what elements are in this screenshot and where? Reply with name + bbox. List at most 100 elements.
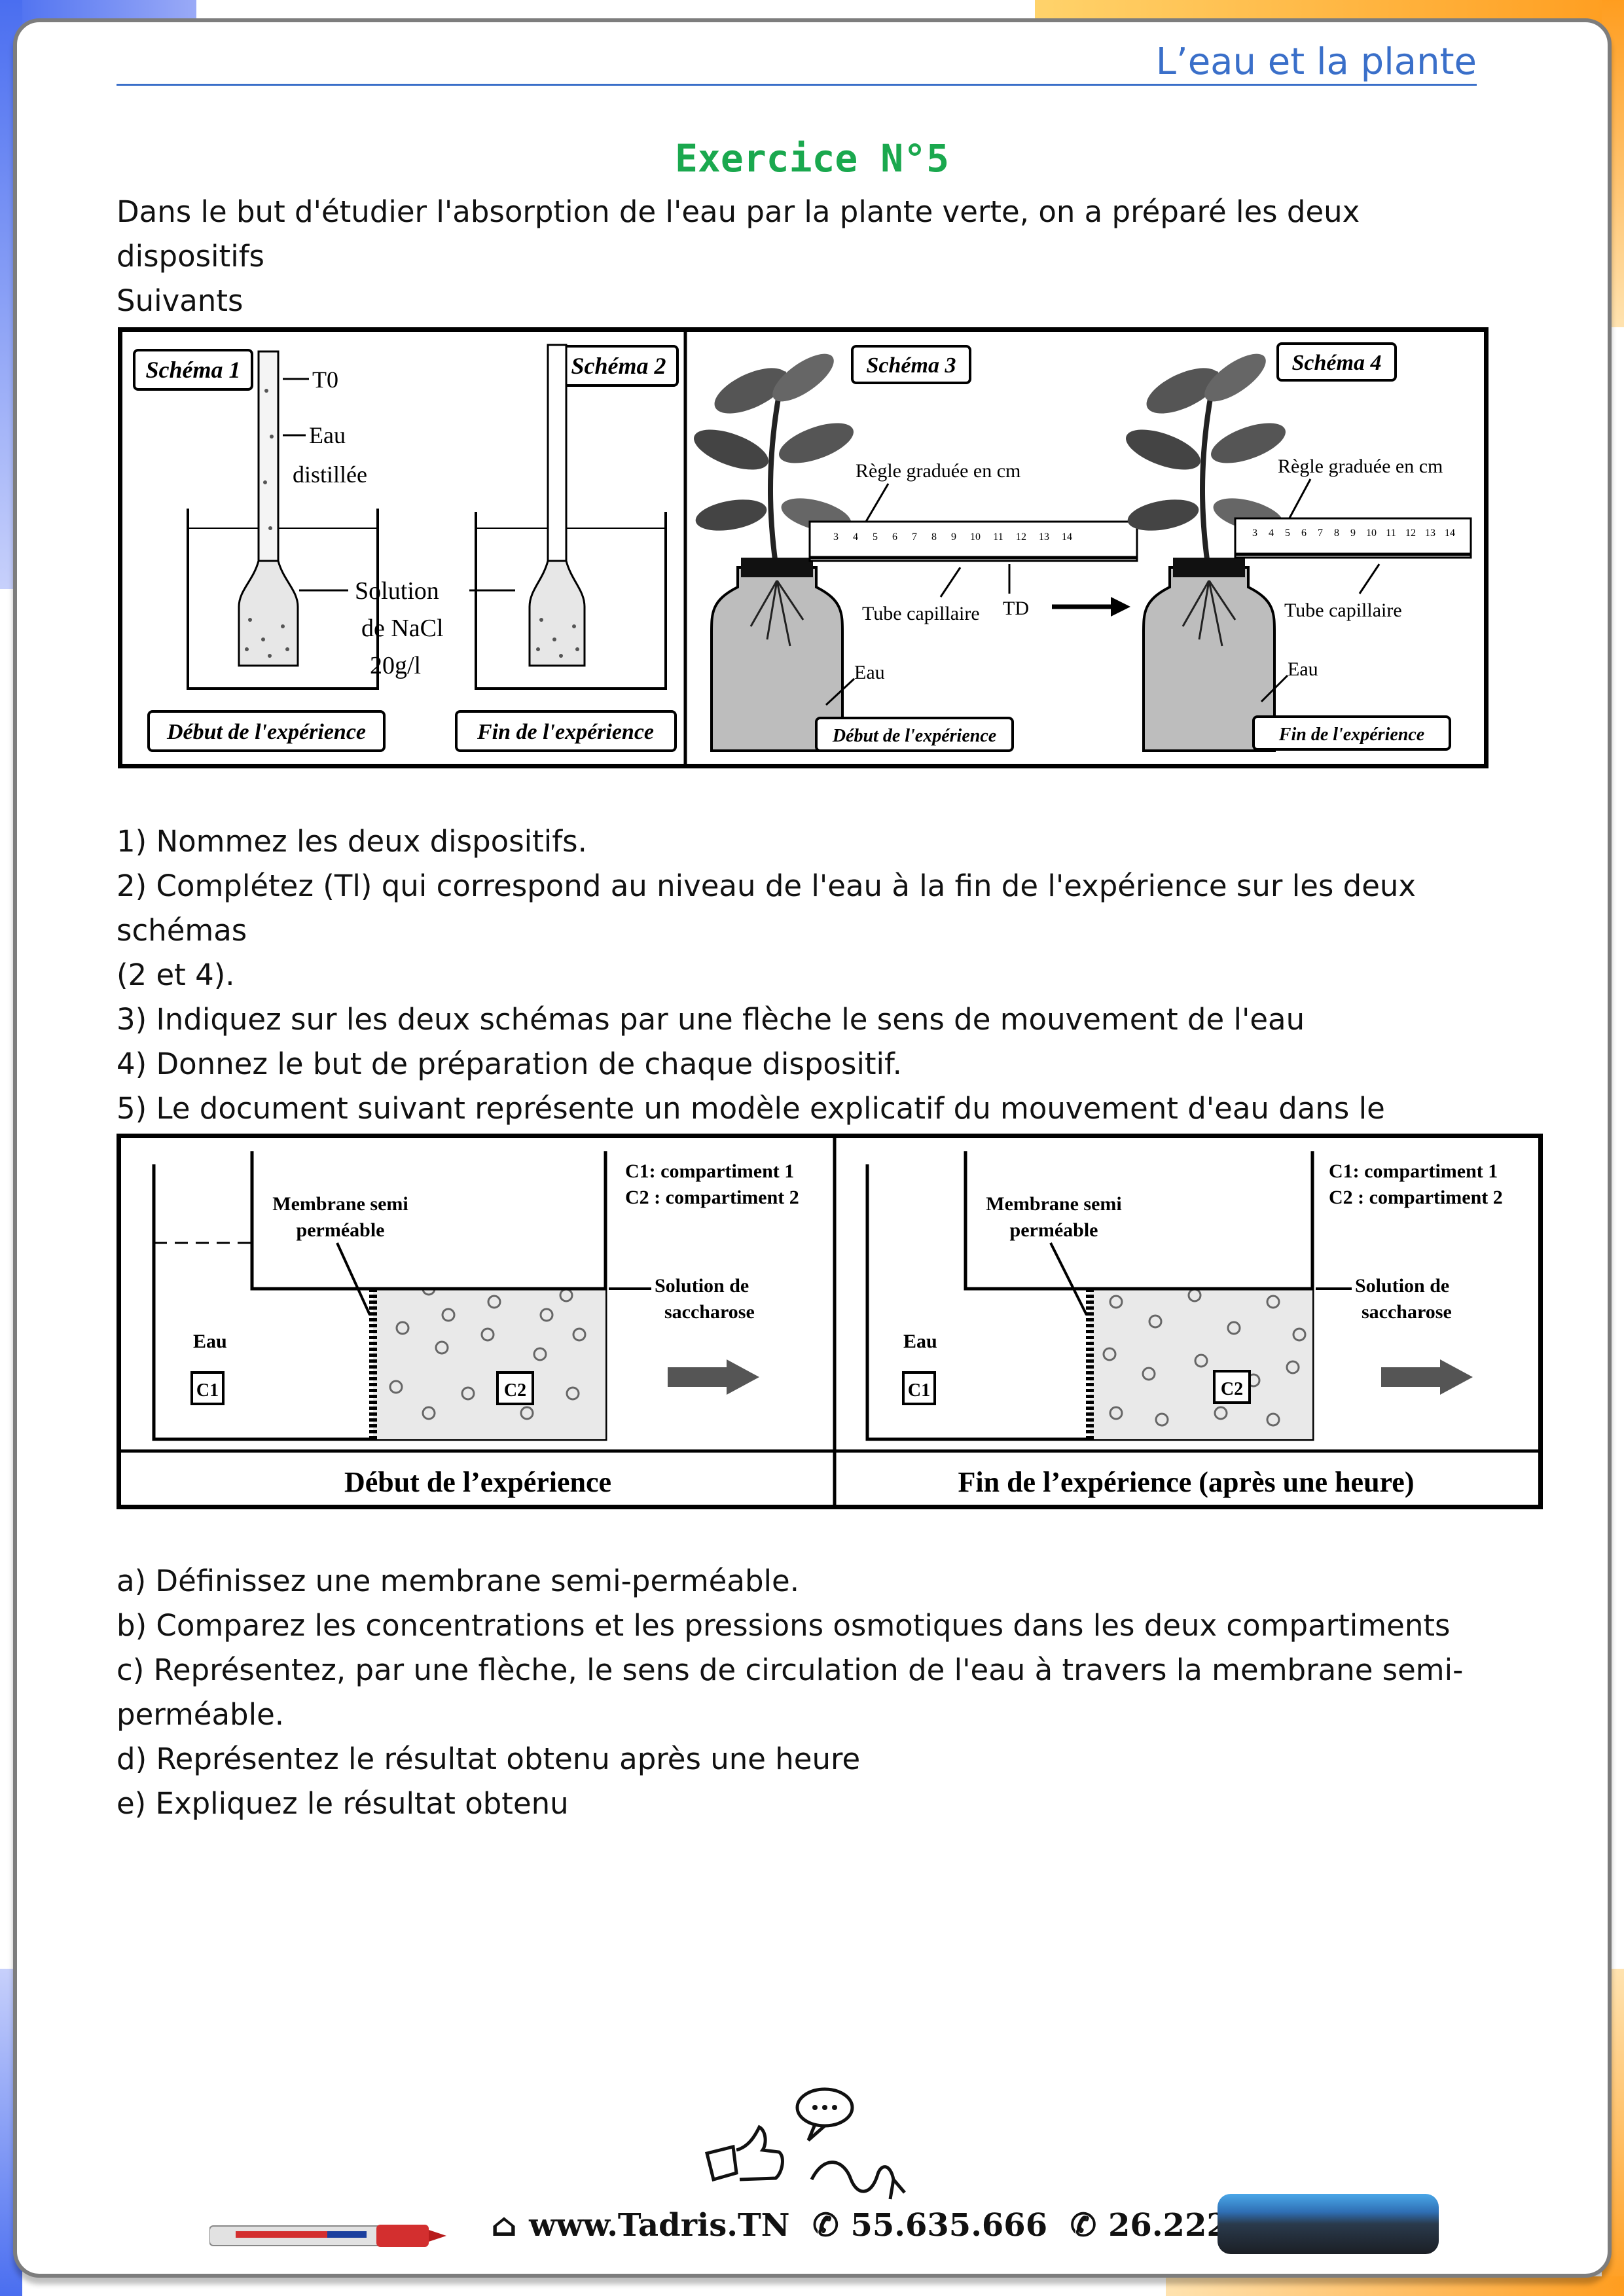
c2-legend-right: C2 : compartiment 2 xyxy=(1329,1187,1503,1208)
questions-part1: 1) Nommez les deux dispositifs. 2) Compl… xyxy=(117,819,1504,1175)
solution-label-right-1: Solution de xyxy=(1355,1275,1449,1297)
solution-label: Solution xyxy=(355,577,439,605)
footer-contact: ⌂www.Tadris.TN ✆55.635.666 ✆26.222.159 xyxy=(491,2207,1317,2244)
question: 1) Nommez les deux dispositifs. xyxy=(117,824,587,859)
intro-line: Suivants xyxy=(117,283,244,318)
schema3-label: Schéma 3 xyxy=(867,353,956,378)
eau-label-left: Eau xyxy=(193,1331,227,1352)
phone-icon: ✆ xyxy=(1070,2207,1097,2244)
schema1-label: Schéma 1 xyxy=(145,357,240,383)
membrane-label-left-2: perméable xyxy=(297,1219,385,1241)
regle-label-left: Règle graduée en cm xyxy=(856,460,1020,482)
membrane-label-left-1: Membrane semi xyxy=(272,1193,408,1215)
solution-label-right-2: saccharose xyxy=(1362,1301,1452,1323)
svg-text:11: 11 xyxy=(1386,528,1396,539)
phone-number-1: 55.635.666 xyxy=(850,2207,1048,2244)
eau-label-right: Eau xyxy=(903,1331,937,1352)
tube-label-left: Tube capillaire xyxy=(862,603,980,624)
question: d) Représentez le résultat obtenu après … xyxy=(117,1742,861,1776)
corner-decoration xyxy=(1166,2276,1624,2296)
svg-text:10: 10 xyxy=(1366,528,1377,539)
header-divider xyxy=(117,84,1477,86)
ruler-numbers-right: 3 4 5 6 7 8 9 10 11 12 13 14 xyxy=(1252,528,1455,539)
svg-text:13: 13 xyxy=(1039,531,1049,543)
marker-icon xyxy=(209,2225,446,2247)
question: c) Représentez, par une flèche, le sens … xyxy=(117,1653,1464,1687)
svg-text:5: 5 xyxy=(1285,528,1290,539)
svg-text:11: 11 xyxy=(993,531,1003,543)
c1-legend-left: C1: compartiment 1 xyxy=(625,1160,794,1182)
eau-label-right: Eau xyxy=(1288,658,1318,680)
c1-box-left: C1 xyxy=(196,1380,219,1401)
figure-devices: Schéma 1 T0 Eau distillée Solution de Na… xyxy=(118,327,1489,768)
svg-text:9: 9 xyxy=(951,531,956,543)
tube-label-right: Tube capillaire xyxy=(1284,600,1402,621)
svg-text:8: 8 xyxy=(1334,528,1339,539)
exercise-title: Exercice N°5 xyxy=(674,136,950,181)
question: a) Définissez une membrane semi-perméabl… xyxy=(117,1564,799,1598)
question: (2 et 4). xyxy=(117,958,235,992)
footer-decorative-button xyxy=(1218,2194,1439,2254)
questions-part2: a) Définissez une membrane semi-perméabl… xyxy=(117,1559,1504,1826)
distillee-label: distillée xyxy=(293,461,367,488)
solution-label-left-1: Solution de xyxy=(655,1275,749,1297)
caption-left: Début de l’expérience xyxy=(344,1466,611,1498)
c1-box-right: C1 xyxy=(908,1380,930,1401)
svg-text:3: 3 xyxy=(1252,528,1257,539)
svg-text:7: 7 xyxy=(1318,528,1323,539)
svg-text:9: 9 xyxy=(1350,528,1356,539)
svg-text:3: 3 xyxy=(833,531,839,543)
question: 3) Indiquez sur les deux schémas par une… xyxy=(117,1002,1305,1037)
question: 4) Donnez le but de préparation de chaqu… xyxy=(117,1047,902,1081)
eau-label: Eau xyxy=(309,422,346,448)
schema2-label: Schéma 2 xyxy=(571,353,666,379)
home-icon: ⌂ xyxy=(491,2207,518,2244)
fin-label: Fin de l'expérience xyxy=(477,720,654,744)
ruler-numbers-left: 3 4 5 6 7 8 9 10 11 12 13 14 xyxy=(833,531,1072,543)
t0-label: T0 xyxy=(312,367,338,393)
regle-label-right: Règle graduée en cm xyxy=(1278,456,1443,477)
figure-devices-drawing: Schéma 1 T0 Eau distillée Solution de Na… xyxy=(133,332,1472,764)
svg-text:12: 12 xyxy=(1405,528,1416,539)
figure-osmosis-model: Membrane semi perméable C1: compartiment… xyxy=(117,1134,1543,1509)
svg-text:6: 6 xyxy=(1301,528,1307,539)
membrane-label-right-2: perméable xyxy=(1010,1219,1098,1241)
eau-label-left: Eau xyxy=(854,662,885,683)
membrane-label-right-1: Membrane semi xyxy=(986,1193,1121,1215)
debut-label-right: Début de l'expérience xyxy=(832,726,996,746)
question: 2) Complétez (Tl) qui correspond au nive… xyxy=(117,869,1416,948)
nacl-label: de NaCl xyxy=(361,615,444,642)
svg-text:4: 4 xyxy=(1269,528,1274,539)
caption-right: Fin de l’expérience (après une heure) xyxy=(958,1466,1415,1498)
phone-icon: ✆ xyxy=(812,2207,839,2244)
question: perméable. xyxy=(117,1697,285,1732)
c1-legend-right: C1: compartiment 1 xyxy=(1329,1160,1498,1182)
svg-text:8: 8 xyxy=(931,531,937,543)
schema4-label: Schéma 4 xyxy=(1292,351,1382,375)
svg-text:14: 14 xyxy=(1445,528,1455,539)
solution-label-left-2: saccharose xyxy=(664,1301,755,1323)
fin-label-right: Fin de l'expérience xyxy=(1278,725,1424,745)
debut-label: Début de l'expérience xyxy=(166,720,366,744)
thumbs-up-icon xyxy=(704,2087,906,2200)
concentration-label: 20g/l xyxy=(370,652,421,679)
svg-text:14: 14 xyxy=(1062,531,1072,543)
svg-text:6: 6 xyxy=(892,531,897,543)
svg-text:12: 12 xyxy=(1016,531,1026,543)
intro-line: Dans le but d'étudier l'absorption de l'… xyxy=(117,194,1360,274)
svg-text:5: 5 xyxy=(873,531,878,543)
header-title: L’eau et la plante xyxy=(1155,41,1477,83)
c2-box-right: C2 xyxy=(1221,1379,1243,1399)
exercise-intro: Dans le but d'étudier l'absorption de l'… xyxy=(117,190,1491,323)
td-label: TD xyxy=(1003,598,1029,619)
question: e) Expliquez le résultat obtenu xyxy=(117,1786,569,1821)
question: b) Comparez les concentrations et les pr… xyxy=(117,1608,1451,1643)
svg-text:4: 4 xyxy=(853,531,858,543)
svg-text:7: 7 xyxy=(912,531,917,543)
svg-text:13: 13 xyxy=(1425,528,1435,539)
c2-legend-left: C2 : compartiment 2 xyxy=(625,1187,799,1208)
svg-text:10: 10 xyxy=(970,531,981,543)
c2-box-left: C2 xyxy=(504,1380,526,1401)
website-link[interactable]: www.Tadris.TN xyxy=(529,2207,790,2244)
figure-osmosis-drawing: Membrane semi perméable C1: compartiment… xyxy=(121,1138,1538,1505)
